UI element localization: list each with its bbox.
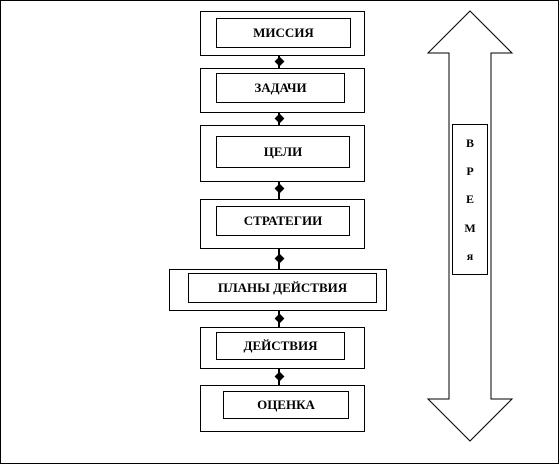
stage-action-plans-label: ПЛАНЫ ДЕЙСТВИЯ [188, 273, 377, 303]
connector-diamond-3 [274, 183, 285, 194]
stage-strategies-label: СТРАТЕГИИ [216, 206, 350, 236]
connector-diamond-4 [274, 253, 285, 264]
stage-goals-label: ЦЕЛИ [216, 136, 350, 168]
stage-tasks-label: ЗАДАЧИ [216, 73, 345, 103]
connector-diamond-6 [274, 371, 285, 382]
stage-evaluation-label: ОЦЕНКА [223, 391, 349, 419]
time-letter-2: Р [466, 164, 474, 179]
time-label-box: В Р Е М я [452, 124, 488, 275]
connector-diamond-5 [274, 313, 285, 324]
connector-diamond-1 [274, 56, 285, 67]
connector-diamond-2 [274, 113, 285, 124]
time-letter-1: В [465, 136, 474, 151]
stage-actions-label: ДЕЙСТВИЯ [216, 332, 345, 360]
time-letter-5: я [466, 248, 474, 263]
time-letter-3: Е [465, 192, 474, 207]
stage-mission-label: МИССИЯ [216, 18, 351, 48]
time-letter-4: М [464, 220, 476, 235]
